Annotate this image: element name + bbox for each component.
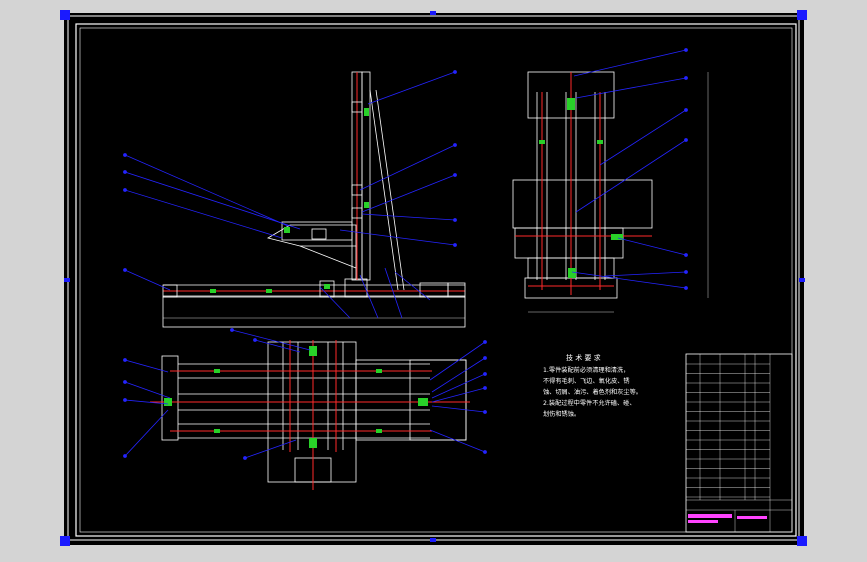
top-view <box>123 328 487 490</box>
tech-req-line: 划伤和锈蚀。 <box>543 410 580 418</box>
technical-requirements: 技 术 要 求 1.零件装配前必须清理和清洗， 不得有毛刺、飞边、氧化皮、锈 蚀… <box>543 353 642 418</box>
title-block <box>685 353 793 533</box>
center-marker-icon <box>64 11 805 542</box>
tech-req-line: 不得有毛刺、飞边、氧化皮、锈 <box>543 377 630 385</box>
border-line <box>79 27 793 533</box>
corner-marker-icon <box>60 10 807 546</box>
drawing-paper <box>64 13 804 545</box>
tech-req-line: 2.装配过程中零件不允许磕、碰、 <box>543 399 636 407</box>
front-view <box>512 48 709 313</box>
tech-req-line: 1.零件装配前必须清理和清洗， <box>543 366 629 374</box>
title-block-stamp <box>688 514 767 523</box>
tech-req-line: 蚀、切屑、油污、着色剂和灰尘等。 <box>543 388 642 396</box>
inner-frame <box>75 23 797 537</box>
side-view <box>123 70 466 328</box>
tech-req-title: 技 术 要 求 <box>566 353 601 362</box>
